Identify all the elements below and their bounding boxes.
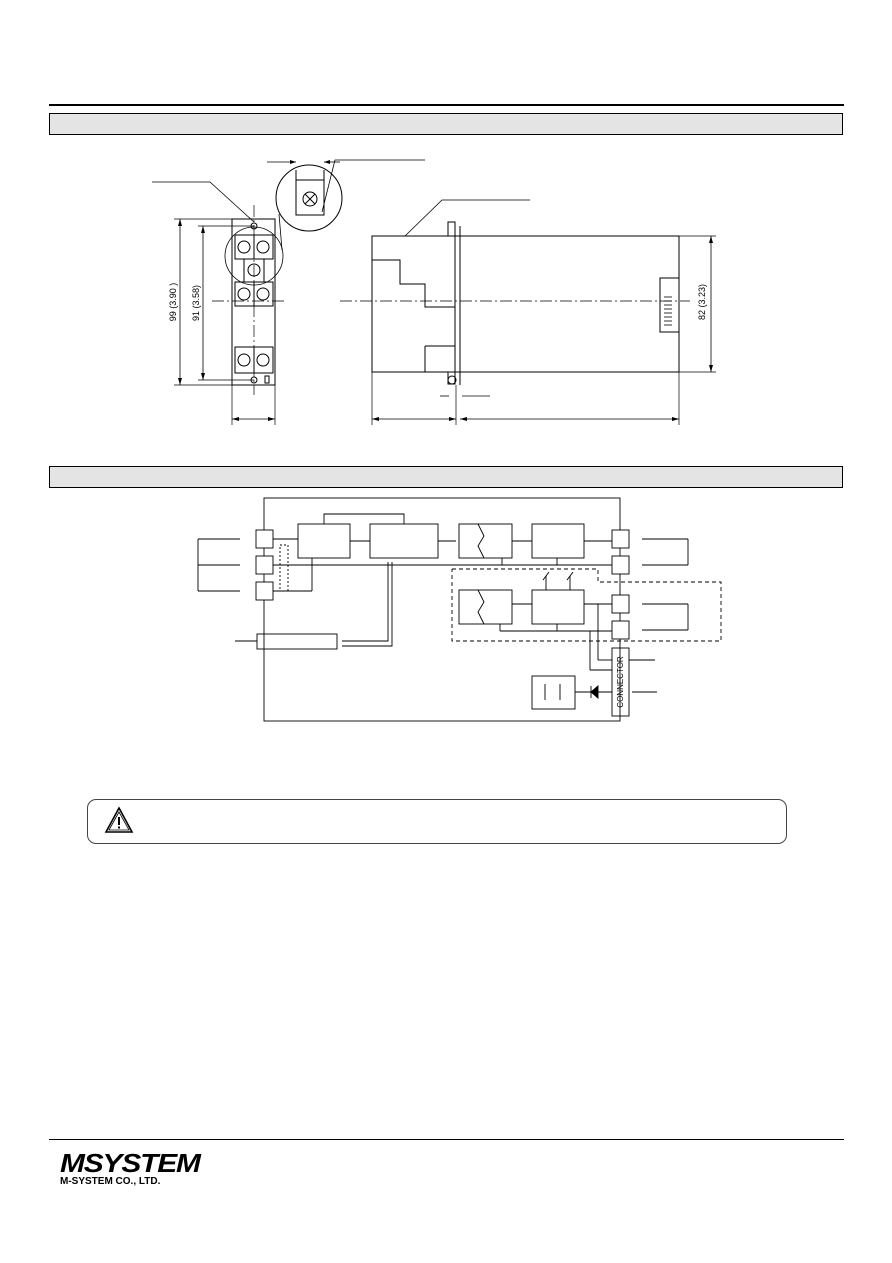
- connector-label: CONNECTOR: [616, 656, 625, 708]
- section-band-dimensions: [49, 113, 843, 135]
- warning-box: [87, 799, 787, 844]
- section-band-block-diagram: [49, 466, 843, 488]
- block-diagram: [197, 497, 722, 722]
- footer-rule: [49, 1139, 844, 1140]
- company-logo: MSYSTEM M-SYSTEM CO., LTD.: [60, 1150, 201, 1188]
- dim-label-82: 82 (3.23): [697, 284, 707, 320]
- logo-wordmark: MSYSTEM: [60, 1148, 201, 1178]
- technical-drawings: 99 (3.90 ) 91 (3.58): [152, 159, 722, 722]
- dim-label-99: 99 (3.90 ): [168, 283, 178, 322]
- dim-label-91: 91 (3.58): [191, 285, 201, 321]
- company-name: M-SYSTEM CO., LTD.: [60, 1176, 161, 1187]
- warning-triangle-icon: [104, 806, 134, 833]
- side-view-drawing: [340, 199, 716, 425]
- front-view-drawing: [152, 159, 425, 425]
- header-rule: [49, 104, 844, 106]
